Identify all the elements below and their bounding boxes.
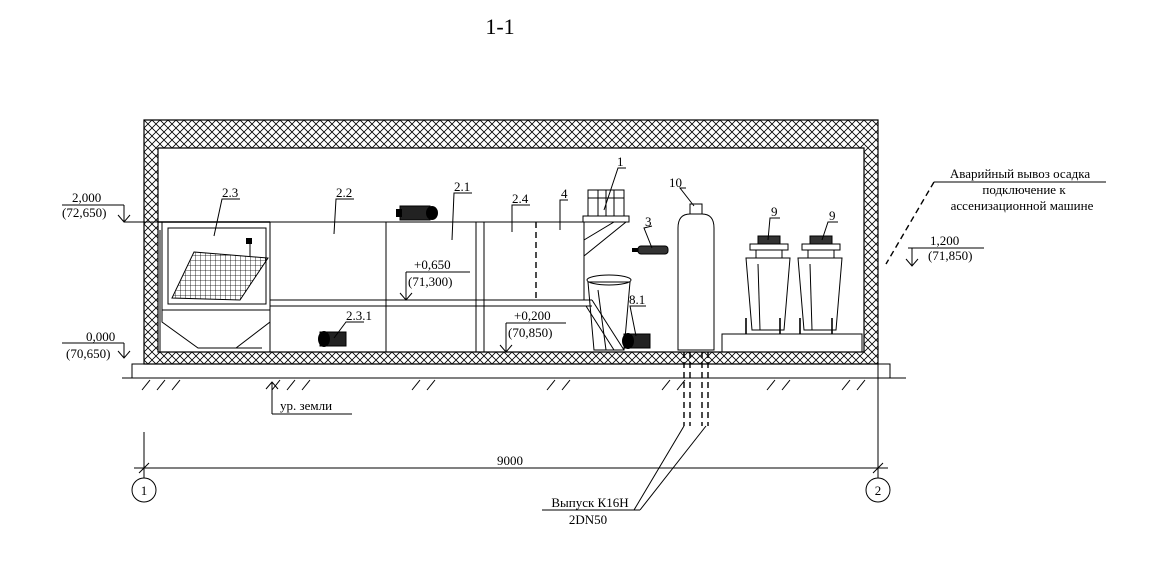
level-pipe-upper: +0,650 (71,300) bbox=[399, 257, 470, 301]
note-line-1: Аварийный вывоз осадка bbox=[950, 166, 1091, 181]
label-10: 10 bbox=[669, 175, 682, 190]
label-9-left: 9 bbox=[771, 204, 778, 219]
pump-2-3-1 bbox=[318, 331, 347, 347]
ground-label: ур. земли bbox=[280, 398, 332, 413]
outlet-label-2: 2DN50 bbox=[569, 512, 607, 527]
foundation bbox=[122, 363, 906, 391]
axis-1-label: 1 bbox=[141, 483, 148, 498]
level-right-abs: (71,850) bbox=[928, 248, 972, 263]
position-labels: 2.3 2.2 2.1 2.4 4 1 10 3 9 9 2.3.1 8.1 bbox=[222, 154, 836, 323]
axis-2-label: 2 bbox=[875, 483, 882, 498]
level-top-abs: (72,650) bbox=[62, 205, 106, 220]
label-8-1: 8.1 bbox=[629, 292, 645, 307]
blower bbox=[396, 205, 438, 221]
sludge-bin bbox=[586, 274, 632, 351]
level-floor-mark: 0,000 bbox=[86, 329, 115, 344]
column-10 bbox=[677, 203, 715, 426]
outlet-label-1: Выпуск К16Н bbox=[551, 495, 628, 510]
note-line-3: ассенизационной машине bbox=[951, 198, 1094, 213]
dimension-label: 9000 bbox=[497, 453, 523, 468]
dosing-unit-1 bbox=[582, 189, 630, 258]
dimension-9000: 9000 bbox=[134, 364, 888, 478]
label-2-3-1: 2.3.1 bbox=[346, 308, 372, 323]
level-pipe-lower-abs: (70,850) bbox=[508, 325, 552, 340]
level-pipe-lower-mark: +0,200 bbox=[514, 308, 551, 323]
pump-8-1 bbox=[622, 333, 651, 349]
compartment-walls bbox=[269, 222, 585, 352]
label-1: 1 bbox=[617, 154, 624, 169]
axis-1: 1 bbox=[131, 477, 157, 503]
level-pipe-lower: +0,200 (70,850) bbox=[499, 308, 566, 353]
label-4: 4 bbox=[561, 186, 568, 201]
section-title: 1-1 bbox=[485, 14, 514, 39]
level-top: 2,000 (72,650) bbox=[62, 190, 160, 223]
leader-lines bbox=[213, 167, 838, 339]
equipment-platform bbox=[721, 333, 863, 353]
level-pipe-upper-abs: (71,300) bbox=[408, 274, 452, 289]
level-pipe-upper-mark: +0,650 bbox=[414, 257, 451, 272]
label-2-3: 2.3 bbox=[222, 185, 238, 200]
outlet-leader: Выпуск К16Н 2DN50 bbox=[542, 425, 707, 527]
level-top-mark: 2,000 bbox=[72, 190, 101, 205]
label-3: 3 bbox=[645, 214, 652, 229]
tank-2-3 bbox=[158, 221, 271, 352]
sludge-note: Аварийный вывоз осадка подключение к асс… bbox=[885, 166, 1106, 265]
label-2-4: 2.4 bbox=[512, 191, 529, 206]
vessel-9-right bbox=[797, 235, 843, 334]
ground-level-mark: ур. земли bbox=[265, 381, 352, 415]
label-2-1: 2.1 bbox=[454, 179, 470, 194]
note-line-2: подключение к bbox=[982, 182, 1066, 197]
level-right-mark: 1,200 bbox=[930, 233, 959, 248]
heater-3 bbox=[632, 245, 669, 255]
label-2-2: 2.2 bbox=[336, 185, 352, 200]
level-floor-abs: (70,650) bbox=[66, 346, 110, 361]
level-floor: 0,000 (70,650) bbox=[62, 329, 131, 361]
label-9-right: 9 bbox=[829, 208, 836, 223]
vessel-9-left bbox=[745, 235, 791, 334]
axis-2: 2 bbox=[865, 477, 891, 503]
level-right: 1,200 (71,850) bbox=[905, 233, 984, 267]
